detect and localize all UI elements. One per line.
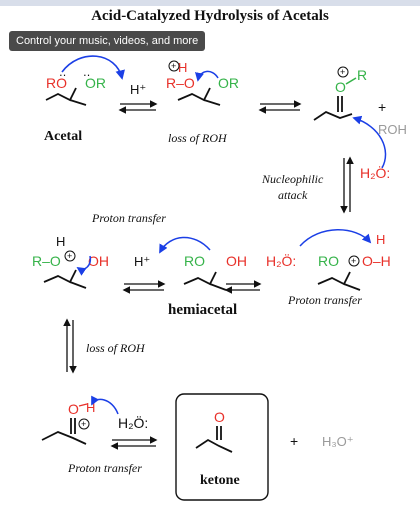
label-attack: attack (278, 188, 308, 202)
h-plus-reagent: H⁺ (130, 82, 146, 97)
plus-sign: + (378, 99, 386, 115)
svg-text:+: + (81, 419, 86, 429)
water-base: H₂Ö: (118, 414, 148, 431)
oxygen-atom: O (335, 79, 346, 95)
r-group: R (357, 67, 367, 83)
o-h-group: O–H (362, 253, 391, 269)
r-o-group: R–O (166, 75, 195, 91)
equilibrium-arrows-vertical (63, 318, 77, 374)
ro-group: RO (184, 253, 205, 269)
protonated-hemiacetal-structure: H + R–O OH (32, 234, 109, 289)
oxygen-atom: O (214, 409, 225, 425)
ro-group: RO (318, 253, 339, 269)
ro-group-left: RO (46, 75, 67, 91)
equilibrium-arrows (122, 280, 166, 294)
label-proton-transfer-1: Proton transfer (91, 211, 166, 225)
curved-arrow (352, 115, 387, 169)
svg-text:+: + (67, 251, 72, 261)
svg-text:+: + (340, 67, 345, 77)
label-hemiacetal: hemiacetal (168, 302, 237, 318)
protonated-ketone-structure: O H + (41, 395, 119, 445)
protonated-hemiacetal-structure: H RO + O–H (317, 232, 391, 291)
r-o-group: R–O (32, 253, 61, 269)
equilibrium-arrows (110, 436, 158, 450)
proton-h: H (376, 232, 385, 247)
oxocarbenium-structure: + O R (313, 66, 367, 121)
equilibrium-arrows-vertical (340, 156, 354, 214)
lone-pair-dots: ‥ (59, 67, 66, 79)
proton-h: H (178, 60, 187, 75)
hydronium-byproduct: H₃O⁺ (322, 434, 354, 449)
ketone-product-box: O ketone (175, 393, 269, 501)
oh-group: OH (226, 253, 247, 269)
equilibrium-arrows (118, 100, 158, 114)
plus-sign: + (290, 433, 298, 449)
label-proton-transfer-2: Proton transfer (287, 293, 362, 307)
label-proton-transfer-3: Proton transfer (67, 461, 142, 475)
water-nucleophile: H₂Ö: (360, 164, 390, 181)
label-loss-of-roh-2: loss of ROH (86, 341, 146, 355)
water-base: H₂Ö: (266, 252, 296, 269)
curved-arrow (299, 229, 372, 247)
media-controls-tooltip: Control your music, videos, and more (9, 31, 206, 51)
label-ketone: ketone (200, 473, 240, 488)
hemiacetal-structure: RO OH (183, 253, 247, 291)
acetal-structure: RO OR ‥ ‥ (45, 67, 106, 106)
protonated-acetal-structure: H + R–O OR (166, 60, 239, 106)
positive-charge: + (171, 61, 176, 71)
proton-h: H (56, 234, 65, 249)
curved-arrow (159, 236, 211, 254)
page-title: Acid-Catalyzed Hydrolysis of Acetals (91, 8, 329, 24)
proton-h: H (86, 400, 95, 415)
oxygen-atom: O (68, 401, 79, 417)
svg-text:+: + (351, 256, 356, 266)
or-group: OR (218, 75, 239, 91)
label-loss-of-roh: loss of ROH (168, 131, 228, 145)
top-bar (0, 0, 420, 6)
curved-arrow (61, 55, 125, 80)
roh-byproduct: ROH (378, 122, 407, 137)
label-acetal: Acetal (44, 129, 82, 144)
equilibrium-arrows (258, 100, 302, 114)
oh-group: OH (88, 253, 109, 269)
or-group-right: OR (85, 75, 106, 91)
lone-pair-dots: ‥ (83, 67, 90, 79)
h-plus-reagent: H⁺ (134, 254, 150, 269)
equilibrium-arrows (224, 280, 262, 294)
label-nucleophilic: Nucleophilic (261, 172, 324, 186)
